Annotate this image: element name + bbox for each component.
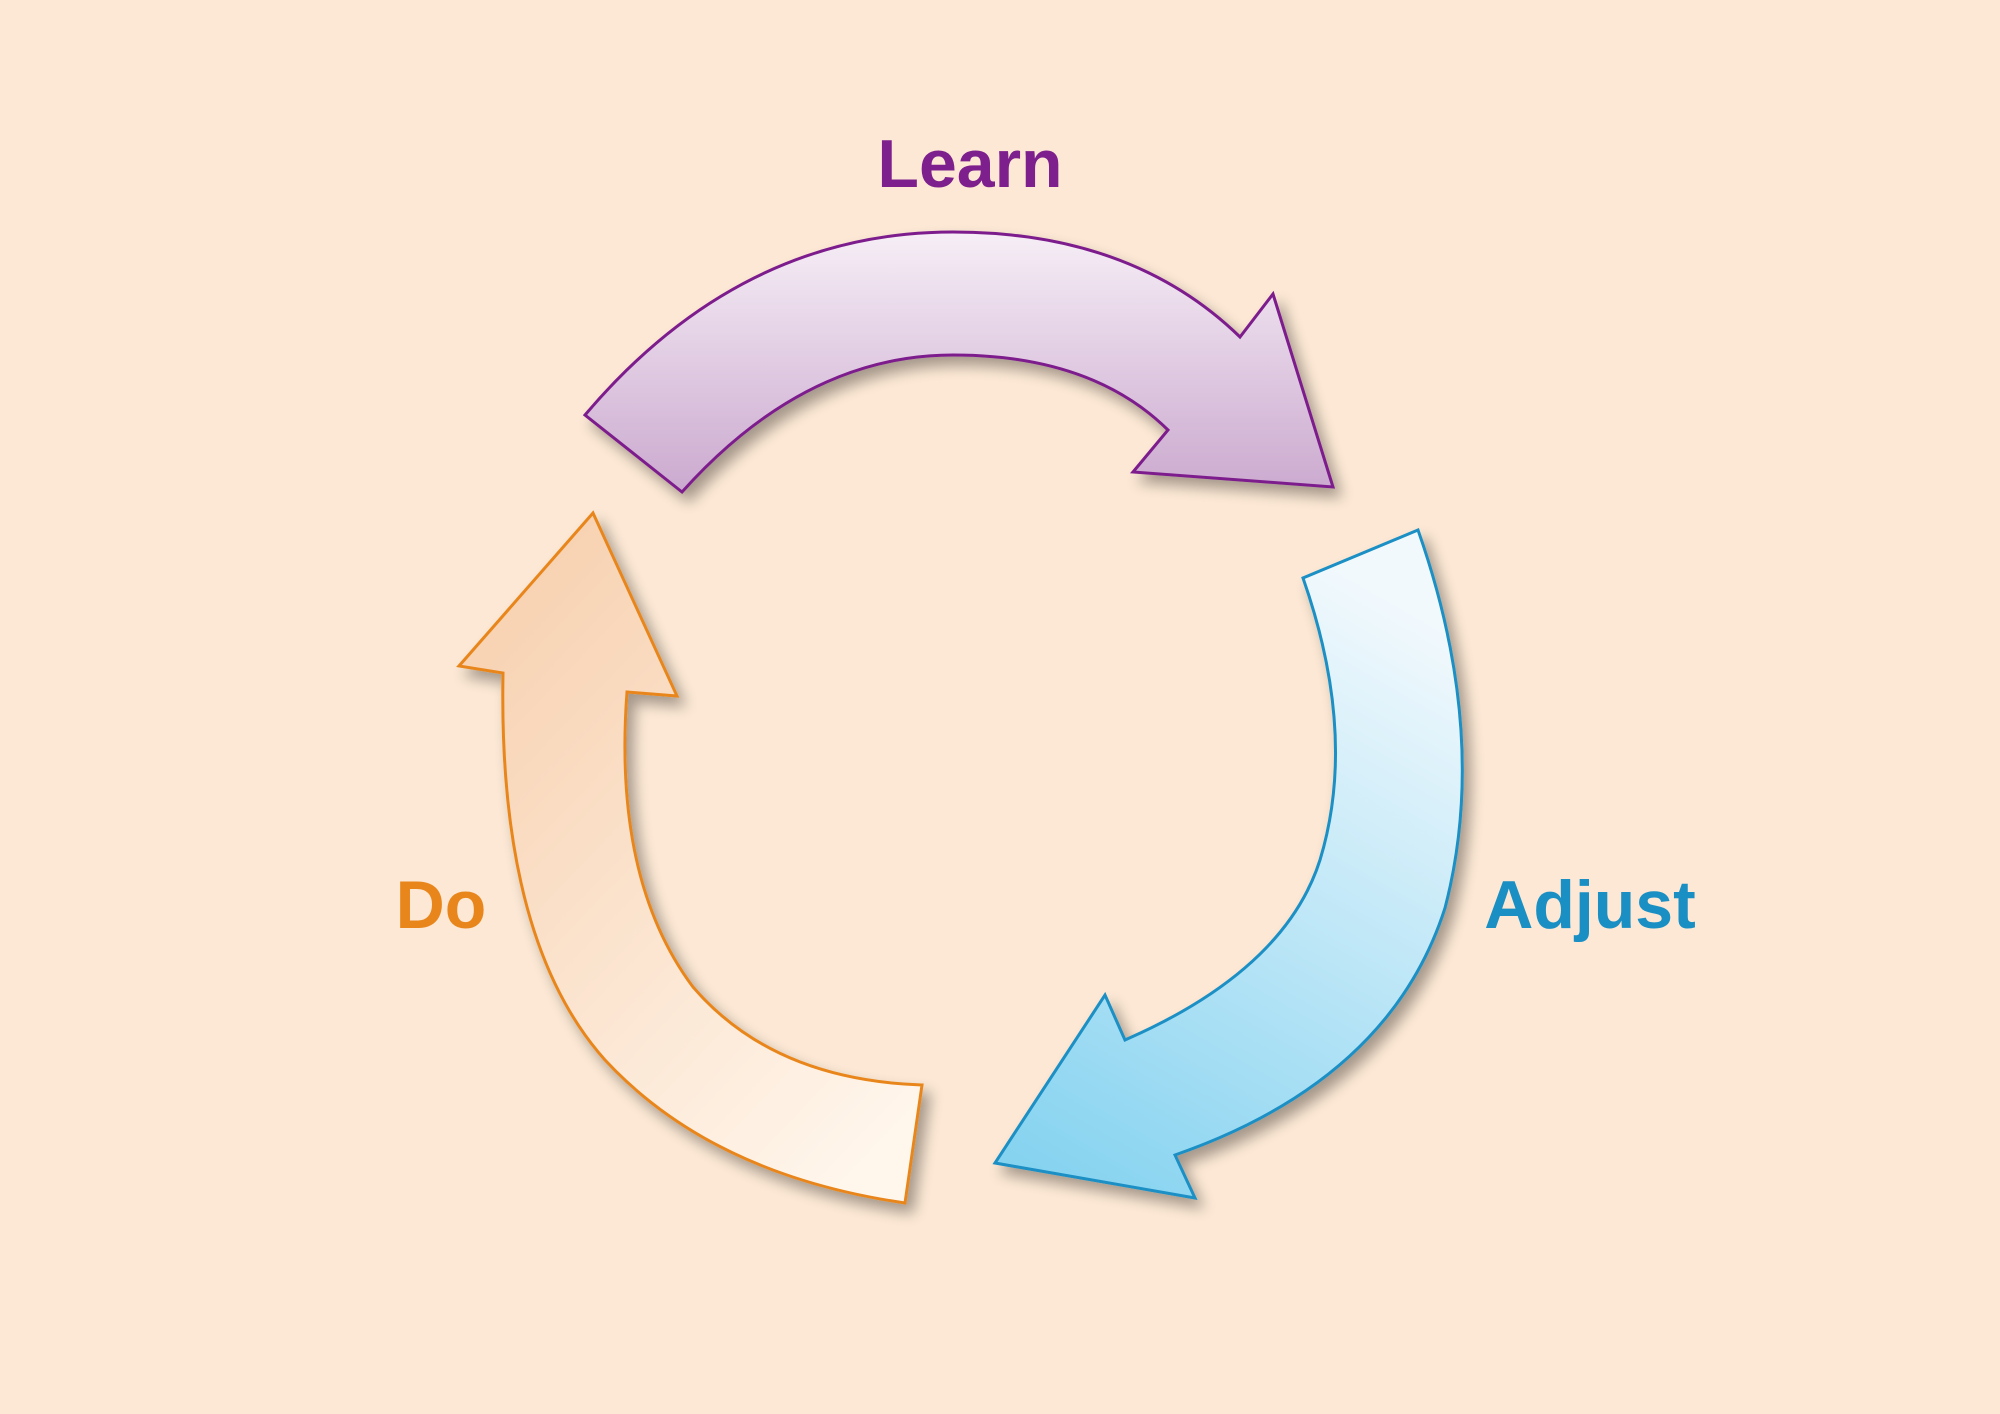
adjust-label: Adjust — [1484, 867, 1696, 943]
do-label: Do — [396, 867, 487, 943]
do-arrow — [456, 510, 924, 1205]
adjust-arrow — [992, 528, 1464, 1200]
learn-arrow — [582, 230, 1336, 495]
learn-label: Learn — [877, 126, 1062, 202]
